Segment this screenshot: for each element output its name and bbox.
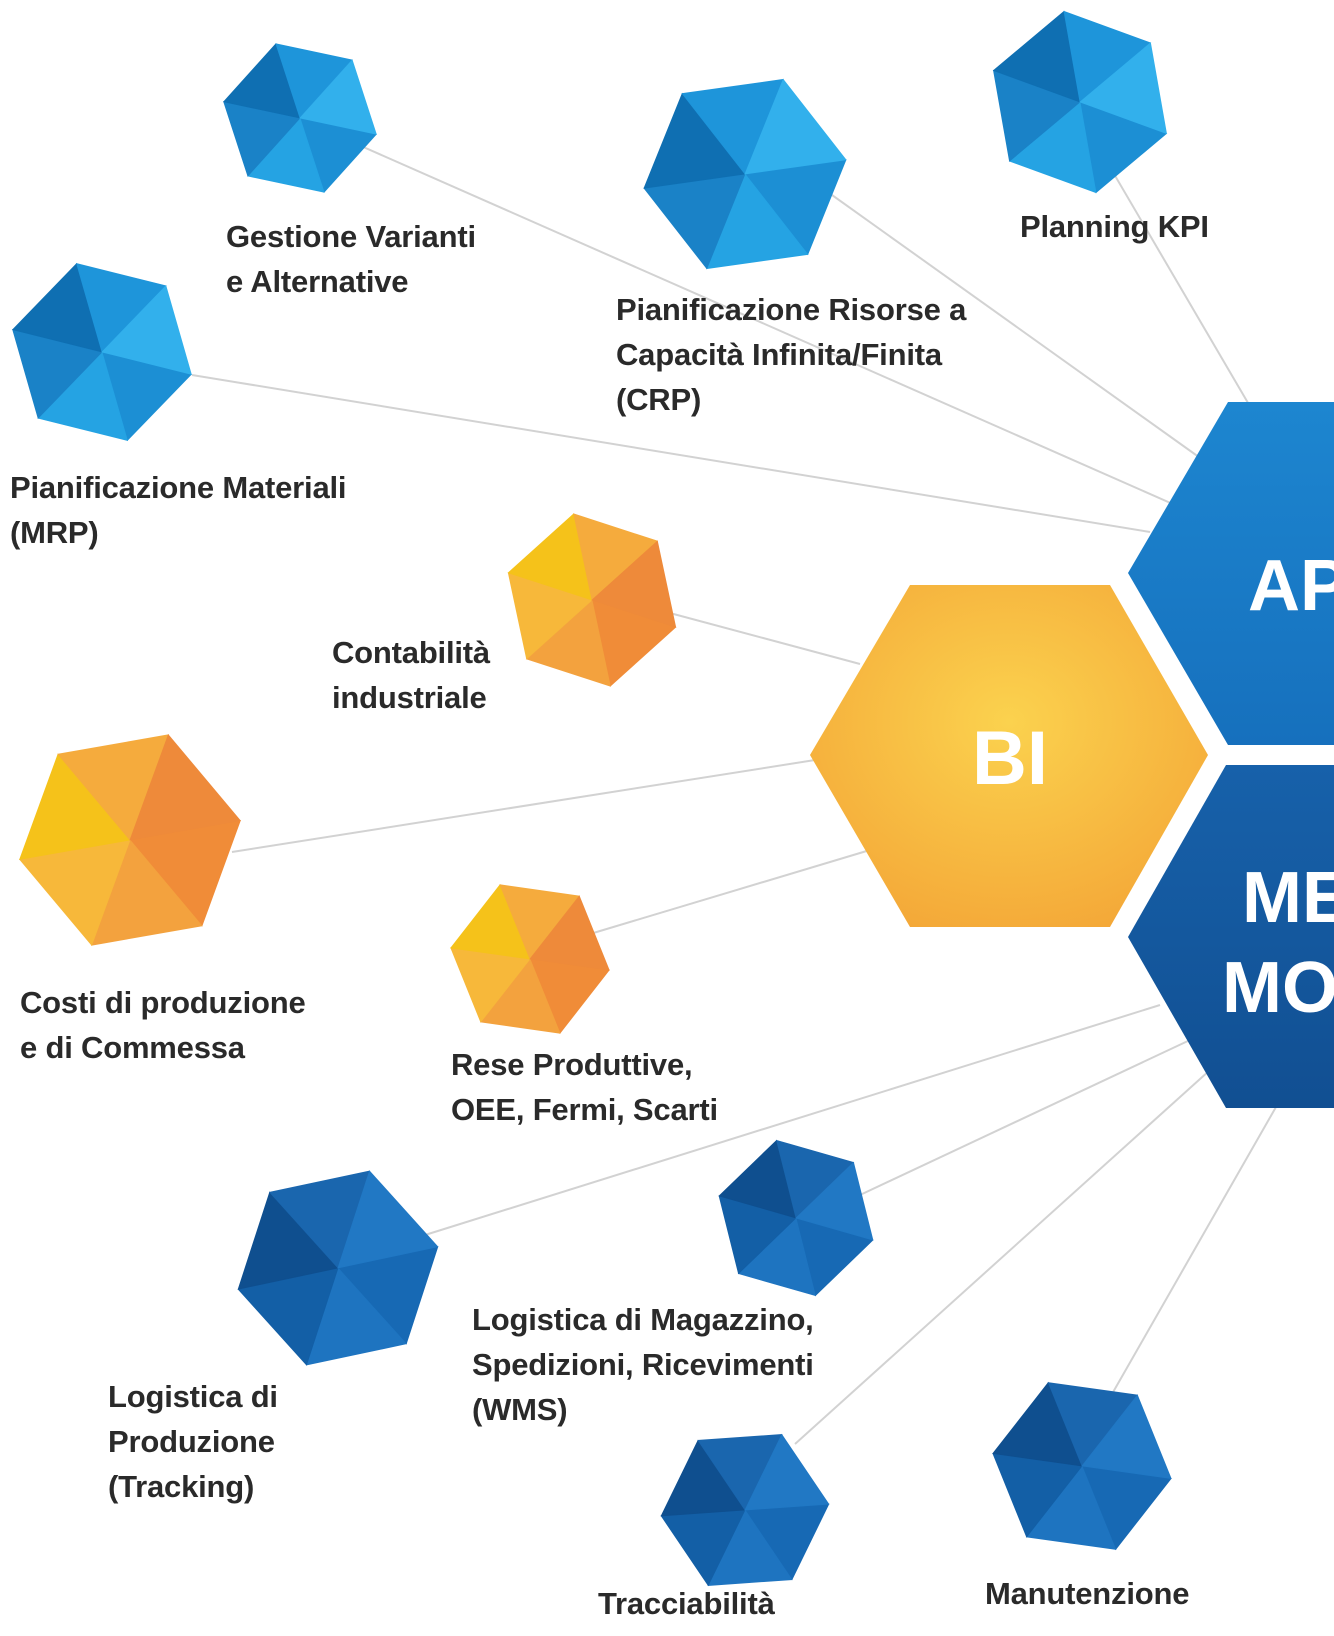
hex-costi-facet [129, 734, 242, 841]
module-hexagons [11, 10, 1172, 1587]
mes-hub: ME MO [1128, 765, 1334, 1108]
hex-logistica-produzione-facet [337, 1170, 439, 1269]
hex-planning-kpi [992, 10, 1168, 194]
label-logistica-magazzino: Logistica di Magazzino, Spedizioni, Rice… [472, 1302, 814, 1427]
label-planning-kpi: Planning KPI [1020, 209, 1209, 244]
connector-costi [231, 759, 816, 853]
label-logistica-produzione: Logistica di Produzione (Tracking) [108, 1379, 278, 1504]
connector-rese [589, 849, 871, 935]
connector-manutenzione [1111, 1099, 1281, 1395]
hex-pianificazione-materiali [11, 262, 193, 442]
connector-gestione-varianti [351, 141, 1176, 506]
label-pianificazione-materiali: Pianificazione Materiali (MRP) [10, 470, 347, 550]
connector-contabilita [639, 604, 861, 665]
hex-pianificazione-materiali-facet [101, 285, 192, 375]
aps-hub-label: AP [1248, 546, 1334, 626]
connector-tracciabilita [794, 1069, 1211, 1445]
label-gestione-varianti: Gestione Varianti e Alternative [226, 219, 476, 299]
hex-tracciabilita-facet [744, 1433, 830, 1511]
hex-pianificazione-risorse-facet [744, 78, 847, 175]
hex-logistica-produzione [237, 1170, 439, 1366]
hex-rese [450, 884, 610, 1034]
hex-planning-kpi-facet [1079, 42, 1168, 135]
label-rese-produttive: Rese Produttive, OEE, Fermi, Scarti [451, 1047, 718, 1127]
label-contabilita-industriale: Contabilità industriale [332, 635, 490, 715]
aps-hub: AP [1128, 402, 1334, 745]
hex-gestione-varianti-facet [299, 59, 377, 135]
connector-pianificazione-materiali [191, 374, 1151, 533]
label-pianificazione-risorse: Pianificazione Risorse a Capacità Infini… [616, 292, 967, 417]
hex-costi [18, 734, 242, 946]
hex-contabilita [507, 513, 677, 687]
label-manutenzione: Manutenzione [985, 1576, 1190, 1611]
hex-tracciabilita [660, 1433, 830, 1587]
hex-manutenzione [992, 1381, 1172, 1551]
label-costi-produzione: Costi di produzione e di Commessa [20, 985, 306, 1065]
mes-hub-label-line1: ME [1242, 858, 1334, 938]
hex-manutenzione-facet [1081, 1394, 1172, 1479]
connector-lines [191, 141, 1281, 1445]
label-tracciabilita: Tracciabilità [598, 1586, 775, 1621]
mes-hub-label-line2: MO [1222, 948, 1334, 1028]
hex-pianificazione-risorse [643, 78, 847, 270]
hex-gestione-varianti [222, 43, 378, 193]
hex-logistica-magazzino-facet [795, 1161, 874, 1241]
connector-planning-kpi [1099, 149, 1259, 421]
hex-rese-facet [529, 895, 610, 971]
bi-hub-label: BI [972, 716, 1048, 801]
connector-logistica-produzione [424, 1004, 1161, 1236]
bi-hub: BI [810, 585, 1208, 927]
hex-logistica-magazzino [718, 1139, 874, 1297]
connector-logistica-magazzino [859, 1039, 1191, 1196]
hex-contabilita-facet [591, 540, 677, 628]
connector-pianificazione-risorse [817, 184, 1211, 466]
